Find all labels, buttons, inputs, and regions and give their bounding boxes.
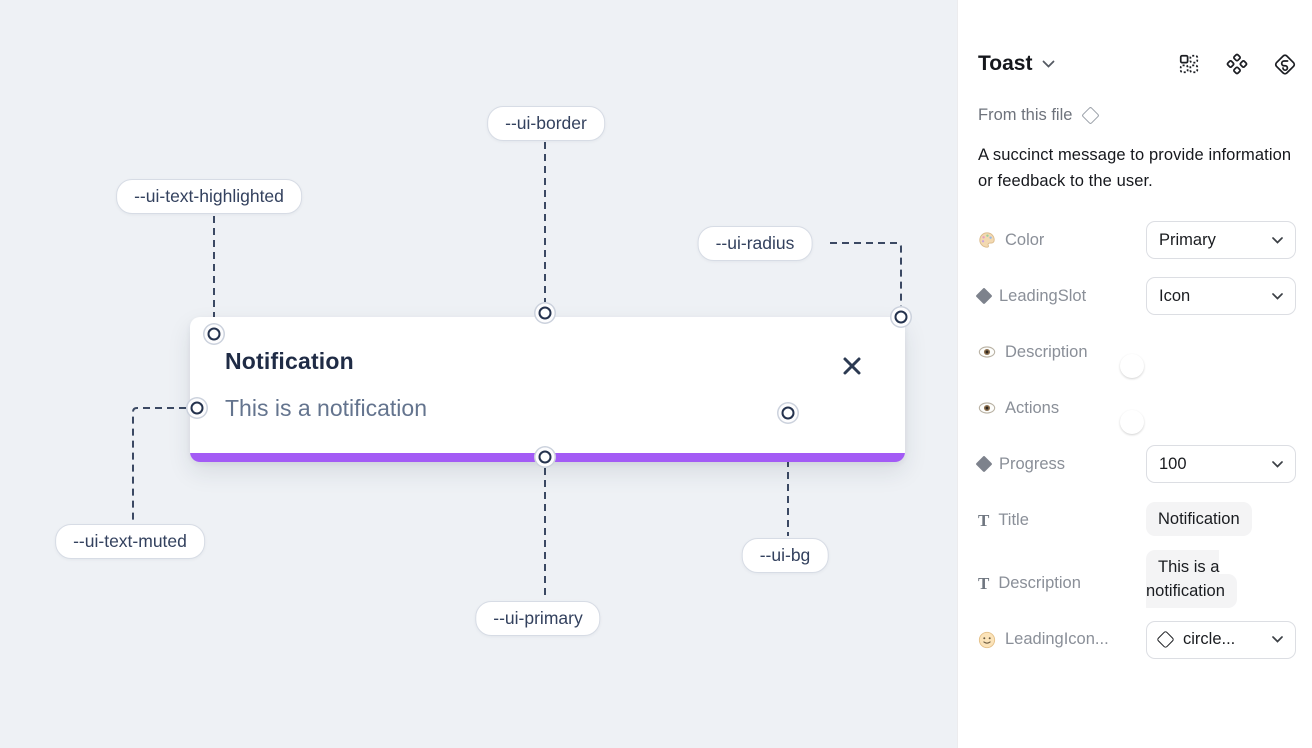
chevron-down-icon[interactable]	[1042, 60, 1055, 68]
prop-label-title: Title	[998, 510, 1029, 529]
chevron-down-icon	[1266, 292, 1283, 300]
prop-row-leadingicon: LeadingIcon... circle...	[978, 620, 1296, 660]
annotation-ui-text-highlighted[interactable]: --ui-text-highlighted	[116, 179, 302, 214]
title-text-field[interactable]: Notification	[1146, 502, 1252, 537]
text-icon: T	[978, 574, 990, 594]
component-title: Toast	[978, 52, 1033, 75]
prop-row-description-toggle: Description	[978, 332, 1296, 379]
variants-diamonds-icon[interactable]	[1226, 53, 1248, 75]
annotation-ui-primary[interactable]: --ui-primary	[475, 601, 601, 636]
annotation-ui-border[interactable]: --ui-border	[487, 106, 605, 141]
connector-dot-radius[interactable]	[894, 310, 908, 324]
prop-label-description-text: Description	[998, 574, 1081, 593]
chevron-down-icon	[1266, 236, 1283, 244]
annotation-ui-radius[interactable]: --ui-radius	[697, 226, 813, 261]
diamond-icon	[975, 287, 993, 305]
close-icon[interactable]	[841, 355, 863, 377]
properties-panel: Toast	[957, 0, 1312, 748]
prop-label-leadingslot: LeadingSlot	[999, 286, 1087, 305]
toast-description: This is a notification	[225, 395, 427, 421]
text-icon: T	[978, 510, 990, 530]
prop-row-title: T Title Notification	[978, 500, 1296, 540]
diamond-icon	[975, 455, 993, 473]
prop-row-color: Color Primary	[978, 220, 1296, 260]
palette-icon	[978, 231, 996, 249]
chevron-down-icon	[1266, 460, 1283, 468]
progress-select[interactable]: 100	[1146, 445, 1296, 484]
connector-dot-bg[interactable]	[781, 406, 795, 420]
diamond-icon	[1156, 630, 1175, 650]
prop-label-description: Description	[1005, 342, 1088, 361]
prop-row-description-text: T Description This is a notification	[978, 550, 1296, 609]
prop-row-actions-toggle: Actions	[978, 388, 1296, 435]
chevron-down-icon	[1266, 636, 1283, 644]
smiley-icon	[978, 631, 996, 649]
description-text-field[interactable]: This is a notification	[1146, 550, 1237, 609]
prop-row-progress: Progress 100	[975, 444, 1296, 484]
source-row: From this file	[978, 106, 1296, 125]
connector-dot-border[interactable]	[538, 306, 552, 320]
leadingicon-select[interactable]: circle...	[1146, 620, 1296, 659]
instance-grid-icon[interactable]	[1178, 53, 1200, 75]
connector-dot-text-highlighted[interactable]	[207, 327, 221, 341]
connector-dot-text-muted[interactable]	[190, 401, 204, 415]
panel-header: Toast	[978, 52, 1296, 76]
logo-diamond-icon[interactable]	[1274, 53, 1296, 75]
design-canvas[interactable]: Notification This is a notification --ui…	[0, 0, 957, 748]
leadingslot-select[interactable]: Icon	[1146, 277, 1296, 316]
diamond-icon	[1081, 106, 1101, 125]
prop-label-leadingicon: LeadingIcon...	[1005, 630, 1109, 649]
eye-icon	[978, 343, 996, 361]
prop-label-actions: Actions	[1005, 398, 1060, 417]
toast-component-preview[interactable]: Notification This is a notification	[190, 317, 905, 462]
source-label: From this file	[978, 106, 1073, 124]
color-select[interactable]: Primary	[1146, 221, 1296, 260]
annotation-ui-bg[interactable]: --ui-bg	[741, 538, 829, 573]
connector-dot-primary[interactable]	[538, 450, 552, 464]
prop-label-color: Color	[1005, 230, 1045, 249]
toast-title: Notification	[225, 348, 354, 374]
component-description: A succinct message to provide informatio…	[978, 146, 1292, 190]
annotation-ui-text-muted[interactable]: --ui-text-muted	[55, 524, 205, 559]
prop-row-leadingslot: LeadingSlot Icon	[975, 276, 1296, 316]
eye-icon	[978, 399, 996, 417]
prop-label-progress: Progress	[999, 454, 1066, 473]
